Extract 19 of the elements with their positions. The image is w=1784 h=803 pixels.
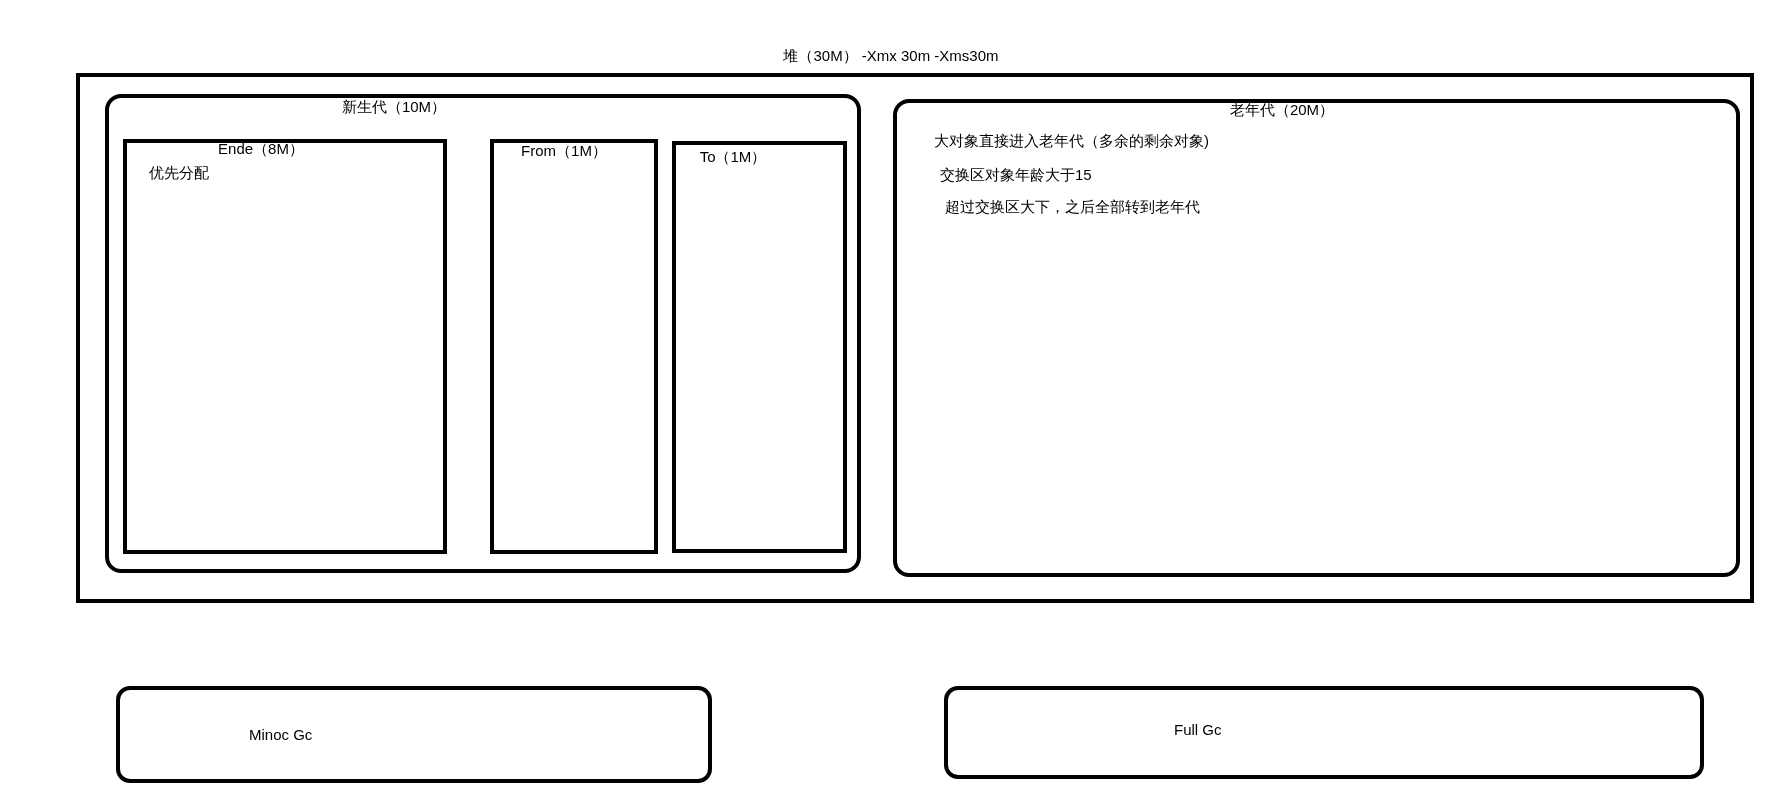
box-title: 老年代（20M） (1229, 100, 1335, 120)
generation-box (105, 94, 861, 573)
generation-box (893, 99, 1740, 577)
gc-box (116, 686, 712, 783)
space-box (490, 139, 658, 554)
note-text: 交换区对象年龄大于15 (940, 165, 1092, 185)
note-text: 大对象直接进入老年代（多余的剩余对象) (934, 131, 1209, 151)
box-title: Ende（8M） (218, 139, 304, 159)
box-title: 新生代（10M） (341, 97, 447, 117)
space-box (672, 141, 847, 553)
gc-box (944, 686, 1704, 779)
note-text: 优先分配 (149, 163, 209, 183)
note-text: 超过交换区大下，之后全部转到老年代 (945, 197, 1200, 217)
box-title: 堆（30M） -Xmx 30m -Xms30m (783, 46, 999, 66)
box-title: Full Gc (1174, 720, 1222, 740)
box-title: To（1M） (699, 147, 767, 167)
space-box (123, 139, 447, 554)
box-title: From（1M） (521, 141, 607, 161)
box-title: Minoc Gc (249, 725, 313, 745)
